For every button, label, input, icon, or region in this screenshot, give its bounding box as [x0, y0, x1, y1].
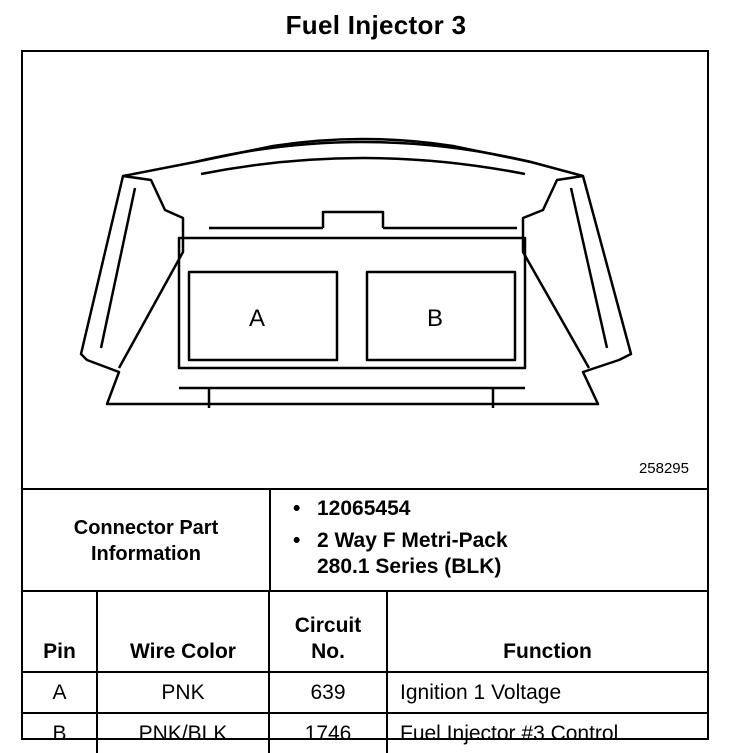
center-latch — [321, 210, 385, 228]
wire-color-cell: PNK/BLK — [97, 712, 270, 753]
cavity-b — [365, 270, 517, 362]
bullet-icon: • — [293, 529, 301, 552]
page-title: Fuel Injector 3 — [285, 10, 467, 40]
connector-diagram-frame: A B 258295 Connector Part Information • … — [21, 50, 709, 753]
housing-top-band-inner — [200, 156, 526, 176]
figure-id: 258295 — [638, 460, 689, 477]
connector-part-label-line1: Connector Part — [73, 517, 219, 539]
wire-color-cell: PNK — [97, 671, 270, 713]
cavity-label-a: A — [249, 305, 265, 332]
header-function: Function — [387, 590, 707, 672]
left-lock-wing-inner — [99, 187, 137, 349]
right-lock-wing — [521, 174, 591, 369]
connector-type-item: • 2 Way F Metri-Pack 280.1 Series (BLK) — [293, 528, 508, 580]
terminal-face-rail-left — [207, 388, 495, 408]
header-circuit: Circuit No. — [269, 590, 388, 672]
connector-part-list: • 12065454 • 2 Way F Metri-Pack 280.1 Se… — [293, 496, 508, 586]
circuit-cell: 639 — [269, 671, 388, 713]
header-wire-color: Wire Color — [97, 590, 270, 672]
pin-table-header: Pin Wire Color Circuit No. Function — [23, 590, 707, 672]
cavity-a — [187, 270, 339, 362]
cavity-label-b: B — [427, 305, 443, 332]
connector-part-label-line2: Information — [91, 543, 201, 565]
left-lock-wing — [117, 174, 185, 369]
header-circuit-line1: Circuit — [294, 614, 362, 637]
connector-housing-outline — [79, 137, 633, 406]
table-row: A PNK 639 Ignition 1 Voltage — [23, 671, 707, 713]
connector-type-line1: 2 Way F Metri-Pack — [317, 529, 508, 552]
part-number: 12065454 — [317, 497, 411, 520]
connector-part-info: Connector Part Information • 12065454 • … — [23, 488, 707, 592]
function-cell: Fuel Injector #3 Control — [387, 712, 707, 753]
pin-table: Pin Wire Color Circuit No. Function A PN… — [23, 590, 707, 753]
pin-cell: A — [23, 671, 98, 713]
header-pin: Pin — [23, 590, 98, 672]
function-cell: Ignition 1 Voltage — [387, 671, 707, 713]
connector-part-info-label: Connector Part Information — [23, 490, 271, 592]
circuit-cell: 1746 — [269, 712, 388, 753]
connector-type-line2: 280.1 Series (BLK) — [317, 555, 502, 578]
housing-top-band — [194, 140, 532, 164]
bullet-icon: • — [293, 497, 301, 520]
part-number-item: • 12065454 — [293, 496, 508, 522]
connector-drawing: A B — [79, 137, 633, 408]
right-lock-wing-inner — [569, 187, 609, 349]
pin-cell: B — [23, 712, 98, 753]
table-row: B PNK/BLK 1746 Fuel Injector #3 Control — [23, 712, 707, 753]
header-circuit-line2: No. — [311, 640, 345, 663]
terminal-face — [177, 236, 527, 370]
